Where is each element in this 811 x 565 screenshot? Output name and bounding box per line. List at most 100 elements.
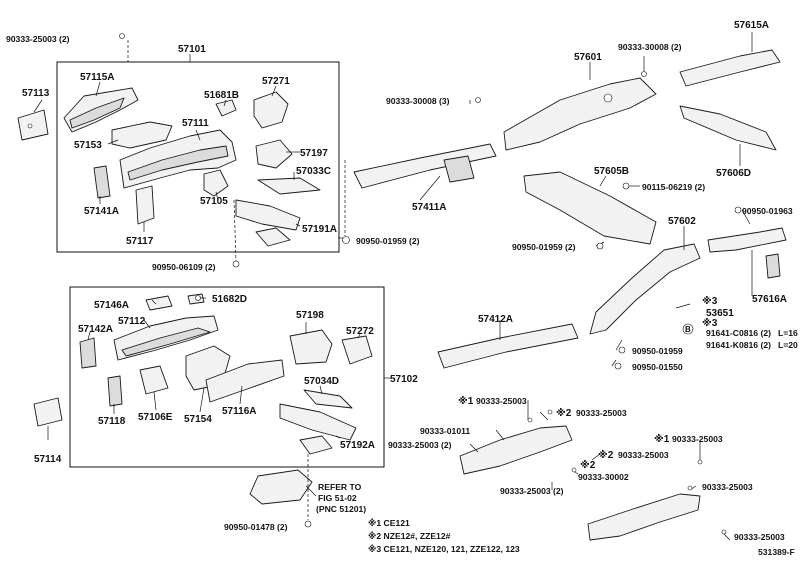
part-57153-shape: [111, 121, 173, 149]
part-57111-inner: [127, 145, 229, 181]
figure-id: 531389-F: [758, 547, 795, 557]
part-57118-shape: [107, 375, 123, 407]
label-57142a: 57142A: [78, 324, 113, 335]
part-57191a-foot: [255, 227, 291, 247]
part-57191a-shape: [235, 199, 301, 231]
label-57102: 57102: [390, 374, 418, 385]
part-57106e-shape: [139, 365, 169, 395]
label-90333-25003-2: 90333-25003 (2): [6, 34, 70, 44]
label-91641-k0816: 91641-K0816 (2): [706, 340, 771, 350]
marker-k3-a: ※3: [702, 295, 718, 307]
part-57113-shape: [17, 109, 49, 141]
refer-line-3: (PNC 51201): [316, 504, 366, 514]
label-57615a: 57615A: [734, 20, 769, 31]
part-57411a-bracket: [443, 155, 475, 183]
marker-k2-b: ※2: [598, 449, 614, 461]
part-57033c-shape: [257, 177, 321, 195]
marker-k2-c: ※2: [580, 459, 596, 471]
label-90333-25003-r2: 90333-25003: [734, 532, 785, 542]
nut-icon: [618, 346, 626, 354]
marker-k3-b: ※3: [702, 317, 718, 329]
part-57601-shape: [503, 77, 657, 151]
label-57118: 57118: [98, 416, 126, 427]
label-57154: 57154: [184, 414, 212, 425]
label-57141a: 57141A: [84, 206, 119, 217]
part-57616a-shape: [707, 227, 787, 253]
leader-refer: [305, 485, 317, 497]
label-90950-01963: 90950-01963: [742, 206, 793, 216]
part-57606d-shape: [679, 105, 777, 151]
label-57112: 57112: [118, 316, 146, 327]
part-57113-hole: [27, 123, 33, 129]
label-57146a: 57146A: [94, 300, 129, 311]
leader-57113: [33, 99, 43, 113]
part-57142a-shape: [79, 337, 97, 369]
label-57271: 57271: [262, 76, 290, 87]
label-57117: 57117: [126, 236, 154, 247]
nut-icon: [342, 236, 350, 244]
label-57105: 57105: [200, 196, 228, 207]
part-57141a-shape: [93, 165, 111, 199]
part-57602-shape: [589, 243, 701, 335]
nut-icon: [596, 242, 604, 250]
bolt-icon: [641, 71, 647, 77]
label-57605b: 57605B: [594, 166, 629, 177]
label-90333-30008-2: 90333-30008 (2): [618, 42, 682, 52]
label-l20: L=20: [778, 340, 798, 350]
label-90333-25003-2c: 90333-25003 (2): [500, 486, 564, 496]
bolt-icon: [119, 33, 125, 39]
leader-53651: [675, 303, 691, 309]
label-90333-30002: 90333-30002: [578, 472, 629, 482]
part-57198-shape: [289, 329, 333, 365]
label-57111: 57111: [182, 118, 209, 129]
part-57112-inner: [121, 327, 211, 357]
marker-k1-b: ※1: [654, 433, 670, 445]
bolt-icon: [697, 459, 703, 465]
note-2: ※2 NZE12#, ZZE12#: [368, 531, 451, 541]
label-k1-90333-25003: 90333-25003: [476, 396, 527, 406]
marker-k1-a: ※1: [458, 395, 474, 407]
part-lower-rail-1: [459, 425, 573, 475]
part-57146a-shape: [145, 295, 173, 311]
part-57115a-inner: [69, 97, 125, 129]
label-90950-06109-2: 90950-06109 (2): [152, 262, 216, 272]
leader-57146a: [151, 299, 157, 305]
refer-line-2: FIG 51-02: [318, 493, 357, 503]
part-57601-hole: [603, 93, 613, 103]
label-57192a: 57192A: [340, 440, 375, 451]
label-57411a: 57411A: [412, 202, 446, 213]
label-53651: 53651: [706, 308, 734, 319]
part-57116a-shape: [205, 359, 285, 403]
leader-57115a: [95, 81, 101, 97]
label-57198: 57198: [296, 310, 324, 321]
part-57197-shape: [255, 139, 293, 169]
part-refer-shape: [249, 469, 313, 505]
note-1: ※1 CE121: [368, 518, 410, 528]
leader-90950-01550: [611, 359, 617, 367]
part-57034d-shape: [303, 389, 353, 409]
label-90333-01011: 90333-01011: [420, 426, 470, 436]
bolt-icon: [232, 260, 240, 268]
part-57615a-shape: [679, 49, 781, 87]
bolt-icon: [721, 529, 727, 535]
leader-51681b: [223, 99, 227, 107]
label-90950-01478-2: 90950-01478 (2): [224, 522, 288, 532]
leader-90950-01963: [741, 209, 751, 225]
marker-k2-a: ※2: [556, 407, 572, 419]
label-57412a: 57412A: [478, 314, 513, 325]
leader-k2-90333-25003-b: [591, 453, 601, 461]
leader-57153: [107, 139, 119, 145]
part-57271-shape: [253, 91, 289, 129]
label-90950-01959-2: 90950-01959 (2): [356, 236, 420, 246]
leader-57112: [143, 319, 151, 329]
leader-57111: [195, 129, 201, 141]
bolt-icon: [687, 485, 693, 491]
nut-icon: [734, 206, 742, 214]
label-57034d: 57034D: [304, 376, 339, 387]
label-k2-90333-25003-b: 90333-25003: [618, 450, 669, 460]
bolt-icon: [622, 182, 630, 190]
bolt-icon: [475, 97, 481, 103]
label-91641-c0816: 91641-C0816 (2): [706, 328, 771, 338]
part-57192a-shape: [279, 403, 357, 441]
